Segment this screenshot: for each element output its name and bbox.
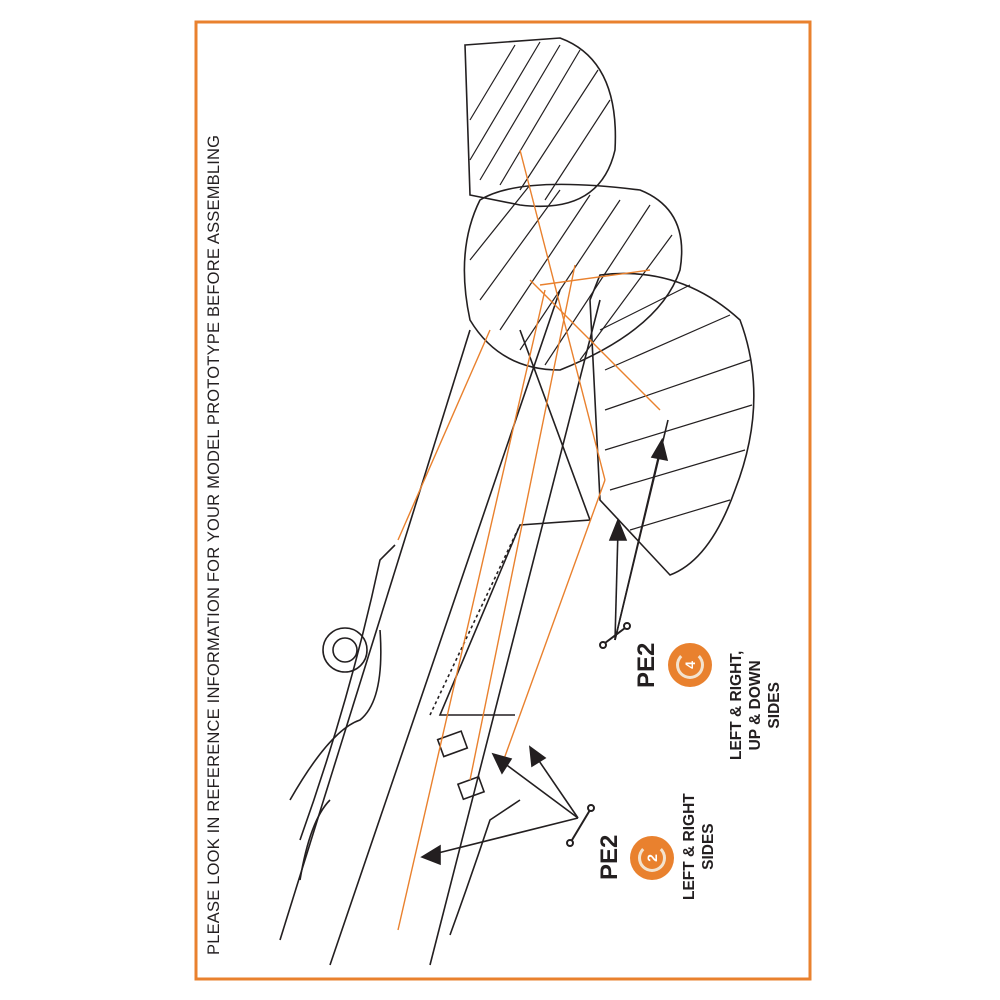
step-number: 2 (643, 854, 660, 862)
elevator-upper (464, 37, 617, 208)
rigging-wires (397, 149, 661, 931)
stabilizer-center (463, 183, 683, 371)
label-line: LEFT & RIGHT (681, 793, 698, 900)
instruction-header: PLEASE LOOK IN REFERENCE INFORMATION FOR… (205, 134, 223, 955)
callout-1-label: LEFT & RIGHT SIDES (680, 793, 718, 900)
gun-mount (299, 544, 396, 841)
elevator-lower (589, 272, 755, 576)
step-2-badge: 2 (630, 836, 674, 880)
pointer-arrows (420, 419, 669, 866)
step-4-badge: 4 (668, 643, 712, 687)
gun-drum (322, 627, 368, 673)
label-line: UP & DOWN (747, 660, 764, 751)
callout-2-label: LEFT & RIGHT, UP & DOWN SIDES (727, 651, 784, 760)
fuselage-lower-line (429, 299, 601, 966)
label-line: LEFT & RIGHT, (728, 650, 745, 760)
label-line: SIDES (700, 823, 717, 870)
label-line: SIDES (766, 682, 783, 729)
rotate-arrow-icon: 4 (676, 651, 704, 679)
fuselage-upper-line (329, 289, 561, 966)
rotate-arrow-icon: 2 (638, 844, 666, 872)
rib-hatching (469, 41, 753, 531)
pe2-part-icons (566, 622, 631, 847)
callout-1-part: PE2 (596, 834, 623, 880)
frame-border (194, 20, 812, 981)
callout-2-part: PE2 (633, 642, 660, 688)
step-number: 4 (681, 661, 698, 669)
access-panel (438, 329, 592, 716)
